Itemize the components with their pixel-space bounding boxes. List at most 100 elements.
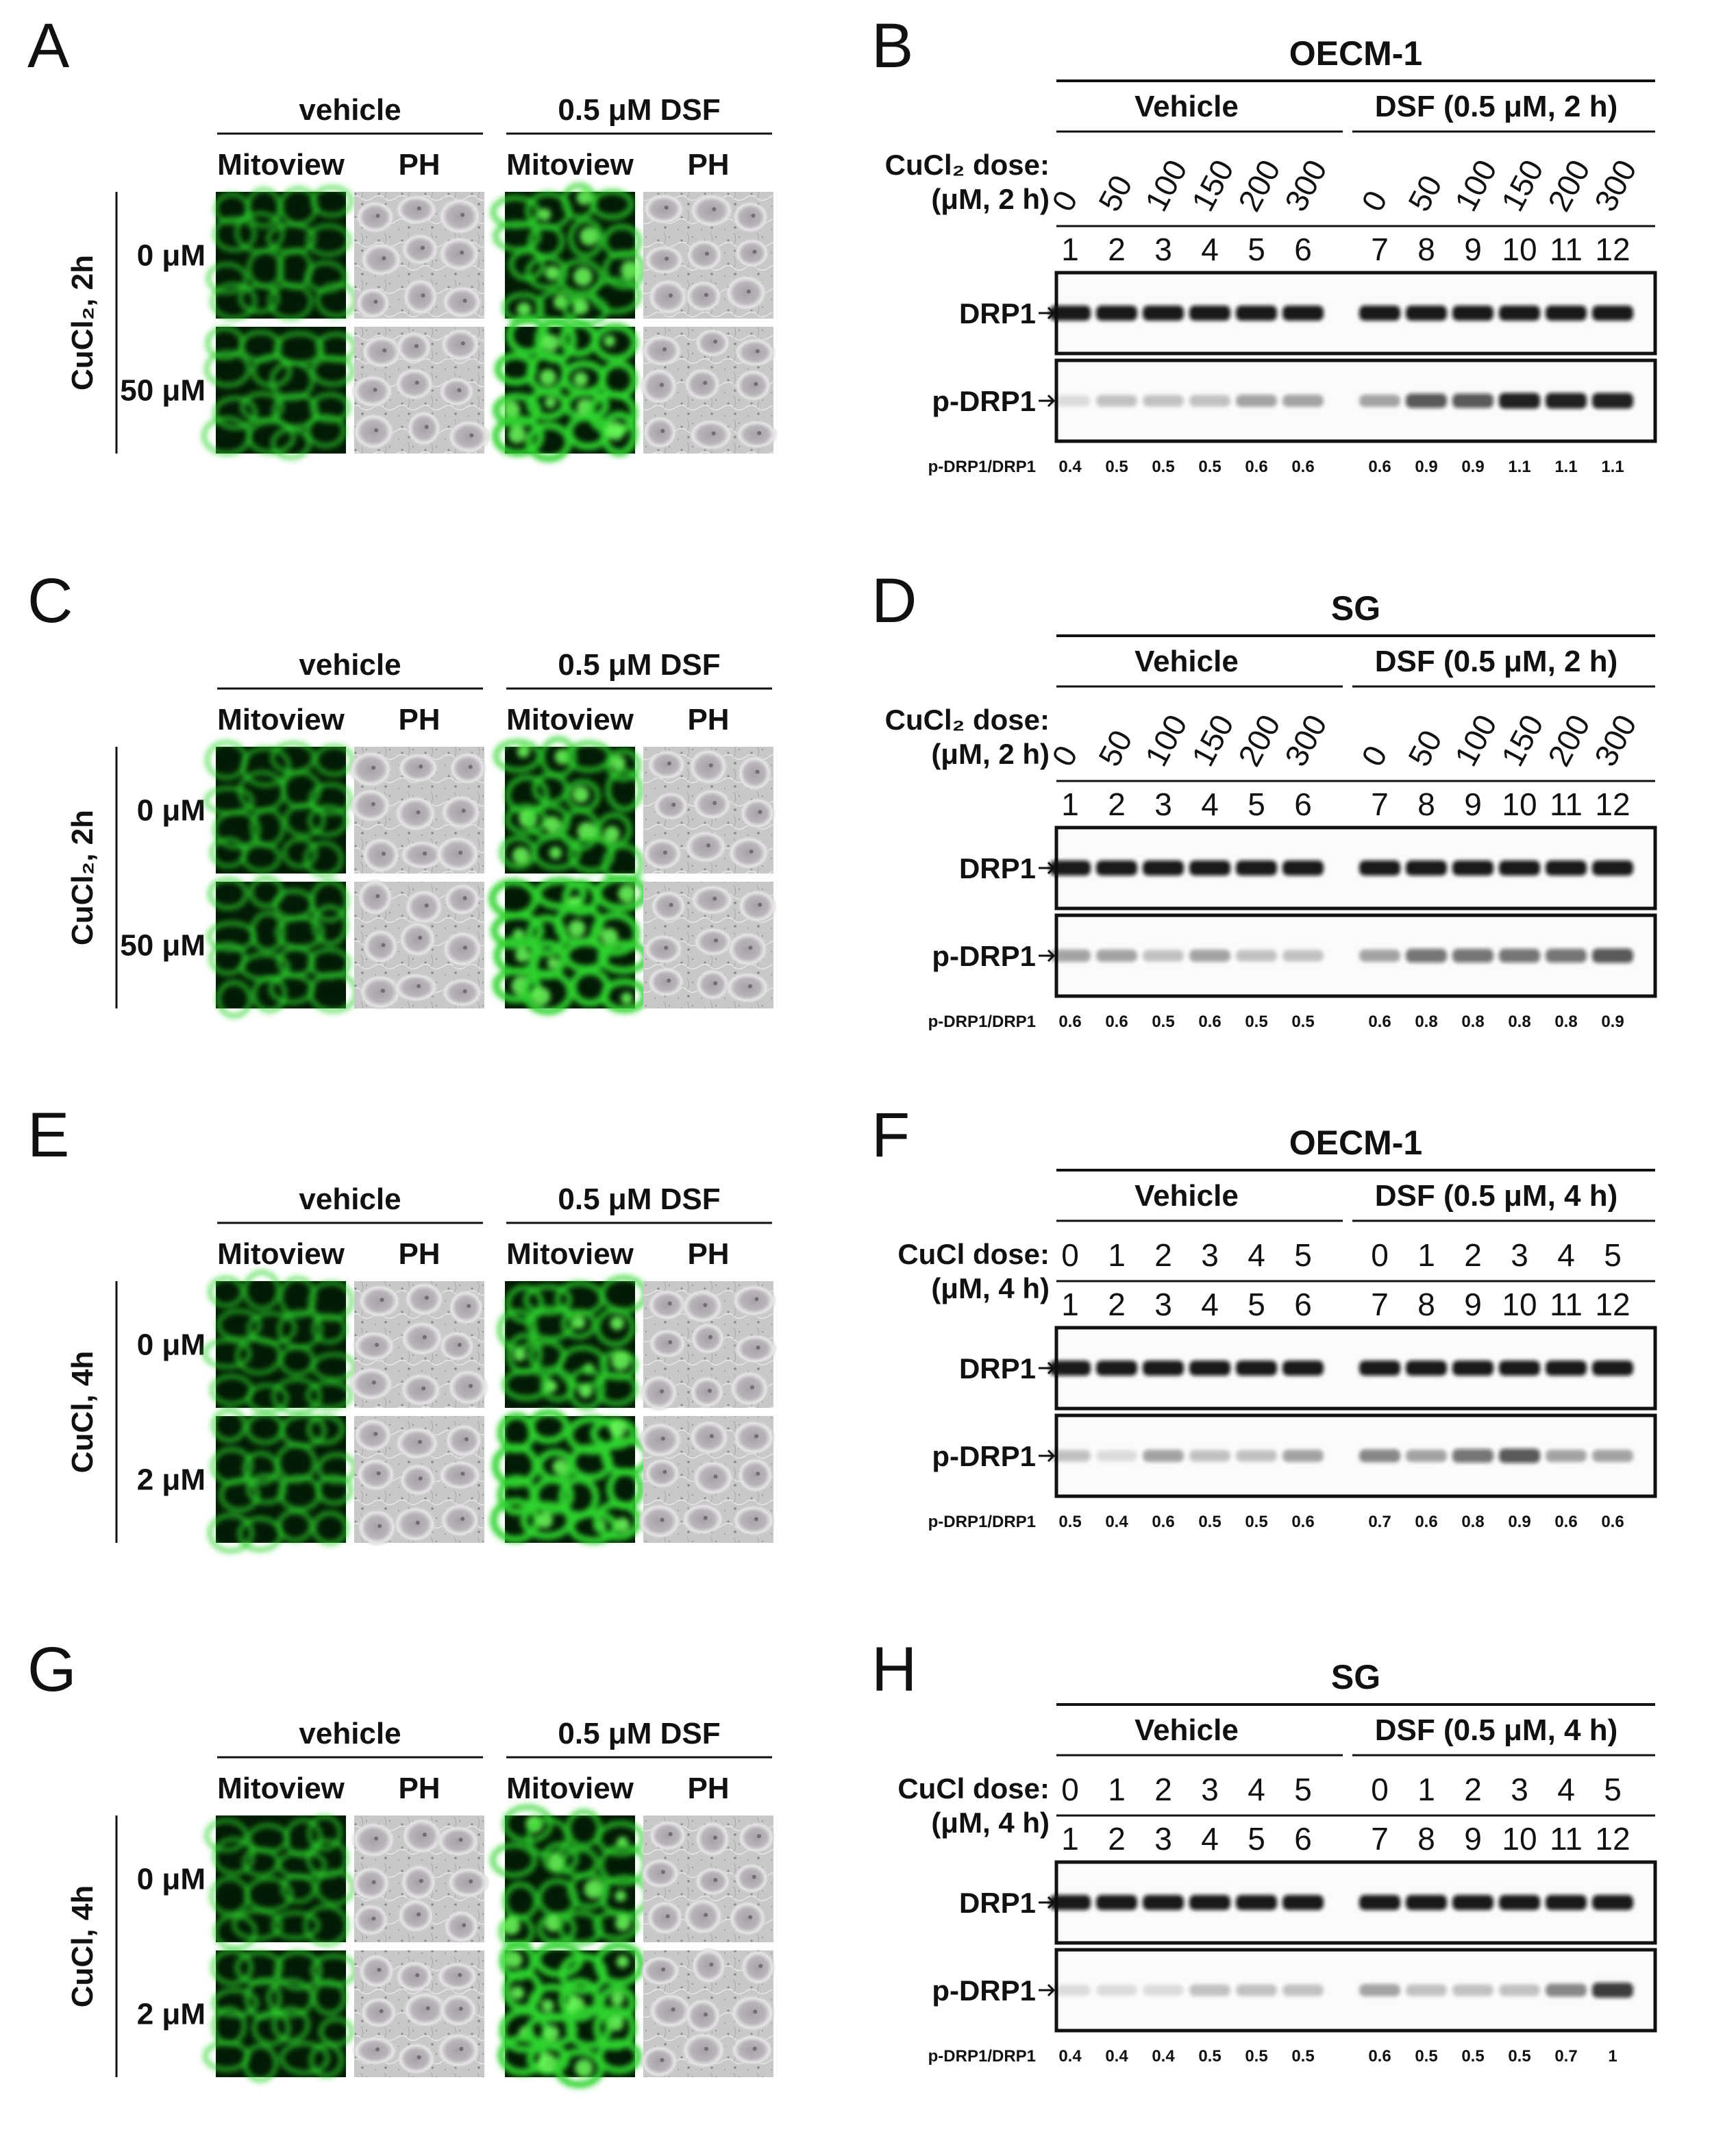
drp1-blot bbox=[1050, 1326, 1657, 1411]
treatment-dsf-label: 0.5 μM DSF bbox=[558, 1182, 720, 1216]
p-drp1-band bbox=[1282, 950, 1324, 962]
dose-value: 50 bbox=[1401, 724, 1449, 772]
mitoview-image-dsf-high bbox=[488, 874, 650, 1015]
drp1-band bbox=[1359, 1361, 1400, 1376]
ratio-value: 0.9 bbox=[1415, 458, 1437, 476]
dose-row-label: 2 μM bbox=[137, 1463, 206, 1497]
lane-number: 1 bbox=[1061, 786, 1079, 822]
dose-value: 5 bbox=[1294, 1772, 1312, 1807]
mitoview-image-vehicle-low bbox=[206, 184, 358, 321]
lane-number: 9 bbox=[1464, 1287, 1482, 1322]
p-drp1-band bbox=[1359, 1449, 1400, 1463]
p-drp1-band bbox=[1499, 1984, 1540, 1996]
ph-image-dsf-low bbox=[641, 747, 776, 873]
treatment-vehicle-label: vehicle bbox=[299, 93, 401, 127]
ph-image-dsf-low bbox=[642, 192, 773, 319]
lane-number: 3 bbox=[1154, 1287, 1172, 1322]
ratio-value: 0.5 bbox=[1245, 1013, 1267, 1031]
lane-number: 2 bbox=[1108, 1821, 1126, 1857]
dose-value: 150 bbox=[1185, 154, 1241, 217]
group-dsf-label: DSF (0.5 μM, 2 h) bbox=[1375, 90, 1618, 123]
p-drp1-band bbox=[1189, 1984, 1230, 1996]
dose-value: 0 bbox=[1045, 740, 1084, 772]
column-mitoview-label: Mitoview bbox=[506, 1237, 634, 1271]
dose-value: 2 bbox=[1154, 1237, 1172, 1273]
drp1-band bbox=[1236, 860, 1277, 876]
drp1-band bbox=[1359, 1895, 1400, 1910]
ratio-value: 0.6 bbox=[1198, 1013, 1221, 1031]
band-arrow-icon bbox=[1039, 1449, 1056, 1463]
p-drp1-band bbox=[1546, 1450, 1587, 1462]
drp1-band bbox=[1050, 860, 1091, 876]
column-mitoview-label: Mitoview bbox=[506, 148, 634, 182]
ph-image-vehicle-low bbox=[351, 1815, 491, 1944]
drp1-label: DRP1 bbox=[959, 297, 1036, 330]
lane-number: 3 bbox=[1154, 786, 1172, 822]
ph-image-dsf-high bbox=[639, 1947, 776, 2079]
cell-line-title: SG bbox=[1331, 589, 1380, 628]
p-drp1-band bbox=[1592, 1450, 1633, 1462]
ratio-value: 0.6 bbox=[1152, 1513, 1174, 1531]
column-mitoview-label: Mitoview bbox=[217, 1237, 345, 1271]
p-drp1-band bbox=[1282, 395, 1324, 407]
drp1-band bbox=[1189, 860, 1230, 876]
p-drp1-band bbox=[1096, 1450, 1137, 1461]
lane-number: 4 bbox=[1201, 1287, 1219, 1322]
dose-value: 100 bbox=[1138, 709, 1194, 772]
lane-number: 2 bbox=[1108, 232, 1126, 267]
dose-value: 300 bbox=[1278, 709, 1334, 772]
group-vehicle-label: Vehicle bbox=[1134, 90, 1239, 123]
drp1-band bbox=[1406, 860, 1447, 876]
drp1-band bbox=[1096, 1895, 1137, 1910]
drp1-label: DRP1 bbox=[959, 1887, 1036, 1919]
dose-value: 200 bbox=[1231, 154, 1287, 217]
ratio-value: 0.8 bbox=[1461, 1513, 1484, 1531]
mitoview-image-dsf-low bbox=[490, 1804, 651, 1949]
dose-value: 5 bbox=[1294, 1237, 1312, 1273]
ph-image-vehicle-low bbox=[348, 747, 487, 874]
dose-axis-label: CuCl dose: bbox=[897, 1238, 1050, 1270]
dose-value: 50 bbox=[1401, 169, 1449, 217]
drp1-band bbox=[1282, 1895, 1324, 1910]
ratio-value: 0.5 bbox=[1291, 2047, 1314, 2066]
lane-number: 7 bbox=[1371, 1287, 1389, 1322]
lane-number: 5 bbox=[1248, 1287, 1265, 1322]
dose-row-label: 50 μM bbox=[120, 929, 206, 963]
ratio-value: 0.5 bbox=[1291, 1013, 1314, 1031]
panel-letter: G bbox=[27, 1635, 77, 1705]
band-arrow-icon bbox=[1039, 1983, 1056, 1997]
p-drp1-band bbox=[1592, 948, 1633, 963]
column-mitoview-label: Mitoview bbox=[217, 703, 345, 736]
p-drp1-band bbox=[1050, 395, 1091, 406]
ratio-value: 0.5 bbox=[1508, 2047, 1530, 2066]
dose-value: 300 bbox=[1278, 154, 1334, 217]
dose-value: 2 bbox=[1464, 1772, 1482, 1807]
ratio-value: 0.4 bbox=[1105, 1513, 1128, 1531]
side-treatment-label: CuCl₂, 2h bbox=[66, 810, 99, 945]
lane-number: 9 bbox=[1464, 1821, 1482, 1857]
drp1-band bbox=[1143, 306, 1184, 321]
drp1-band bbox=[1050, 1895, 1091, 1910]
lane-number: 11 bbox=[1550, 1287, 1583, 1322]
drp1-band bbox=[1406, 306, 1447, 321]
cell-line-title: OECM-1 bbox=[1289, 1124, 1422, 1162]
dose-value: 1 bbox=[1417, 1237, 1435, 1273]
mitoview-image-vehicle-low bbox=[202, 1269, 358, 1415]
ratio-value: 0.6 bbox=[1291, 458, 1314, 476]
cell-line-title: SG bbox=[1331, 1658, 1380, 1696]
ratio-value: 0.6 bbox=[1415, 1513, 1437, 1531]
dose-value: 2 bbox=[1464, 1237, 1482, 1273]
p-drp1-band bbox=[1406, 1984, 1447, 1996]
dose-axis-label: CuCl₂ dose: bbox=[885, 704, 1050, 736]
drp1-band bbox=[1050, 1361, 1091, 1376]
drp1-band bbox=[1096, 306, 1137, 321]
mitoview-image-vehicle-high bbox=[201, 325, 358, 460]
dose-value: 2 bbox=[1154, 1772, 1172, 1807]
dose-row-label: 50 μM bbox=[120, 374, 206, 408]
ratio-value: 0.4 bbox=[1105, 2047, 1128, 2066]
column-ph-label: PH bbox=[687, 148, 729, 182]
